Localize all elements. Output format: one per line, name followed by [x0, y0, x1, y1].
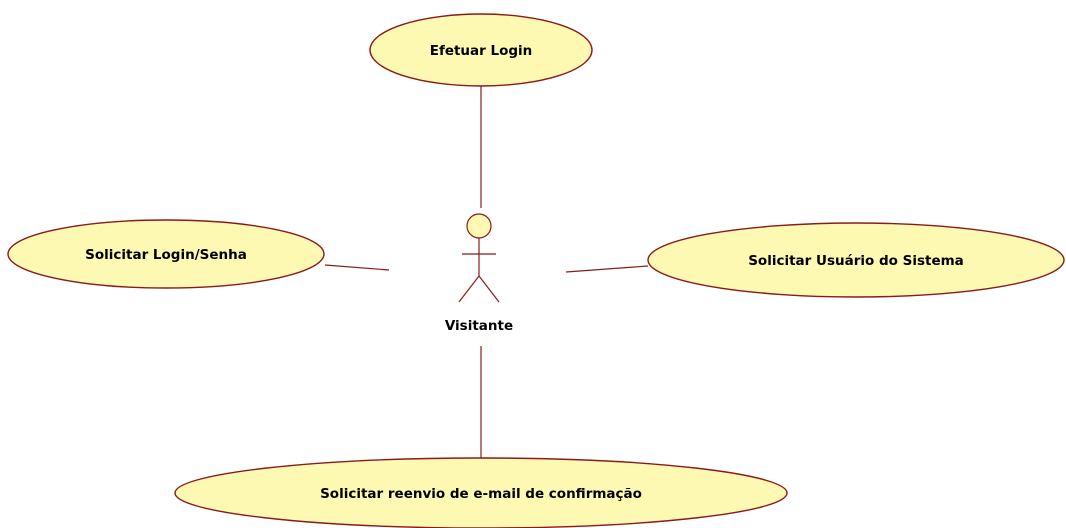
usecase-solicitar-usuario-sistema[interactable]: Solicitar Usuário do Sistema — [647, 222, 1065, 298]
usecase-ellipse — [174, 457, 788, 528]
actor-visitante[interactable]: Visitante — [445, 213, 513, 334]
association-line-solicitar-login-senha — [324, 264, 390, 271]
association-line-solicitar-usuario-sistema — [565, 265, 649, 273]
actor-head — [466, 213, 492, 239]
usecase-solicitar-reenvio-email[interactable]: Solicitar reenvio de e-mail de confirmaç… — [174, 457, 788, 528]
usecase-solicitar-login-senha[interactable]: Solicitar Login/Senha — [7, 219, 325, 289]
actor-right-leg — [478, 275, 500, 303]
usecase-ellipse — [7, 219, 325, 289]
usecase-label: Solicitar reenvio de e-mail de confirmaç… — [320, 486, 642, 502]
usecase-ellipse — [369, 13, 593, 87]
actor-label: Visitante — [445, 318, 513, 334]
usecase-label: Solicitar Login/Senha — [85, 247, 247, 263]
usecase-label: Efetuar Login — [430, 43, 533, 59]
usecase-ellipse — [647, 222, 1065, 298]
actor-left-leg — [458, 275, 480, 303]
usecase-efetuar-login[interactable]: Efetuar Login — [369, 13, 593, 87]
usecase-label: Solicitar Usuário do Sistema — [748, 253, 964, 269]
